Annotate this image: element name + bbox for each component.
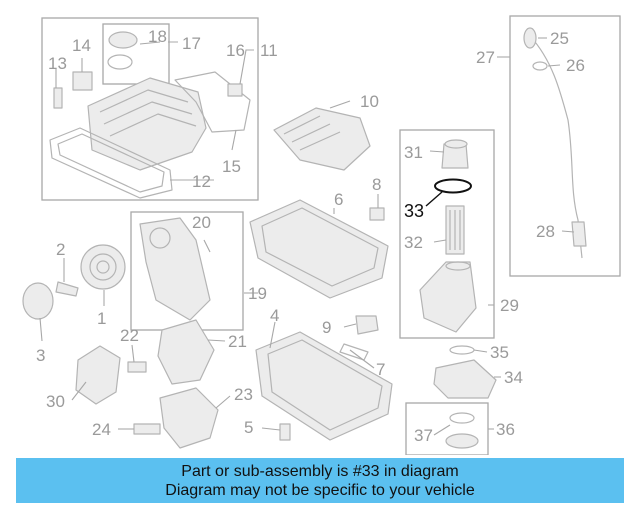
- callout-18: 18: [148, 27, 167, 46]
- callout-25: 25: [550, 29, 569, 48]
- bracket-bolt-part: [127, 361, 147, 373]
- callout-8: 8: [372, 175, 381, 194]
- plate-bolt-part: [133, 423, 161, 435]
- callout-14: 14: [72, 36, 91, 55]
- crank-pulley-part: [80, 244, 126, 290]
- callout-32: 32: [404, 233, 423, 252]
- plug-part: [53, 87, 63, 109]
- callout-16: 16: [226, 41, 245, 60]
- callout-2: 2: [56, 240, 65, 259]
- callout-26: 26: [566, 56, 585, 75]
- valve-cover-part: [87, 71, 251, 171]
- callout-34: 34: [504, 368, 523, 387]
- callout-6: 6: [334, 190, 343, 209]
- dipstick-handle-part: [523, 27, 537, 49]
- crank-seal-part: [22, 282, 54, 320]
- drain-plug-part: [279, 423, 291, 441]
- callout-23: 23: [234, 385, 253, 404]
- callout-33: 33: [404, 201, 424, 221]
- side-cover-part: [75, 345, 121, 405]
- oil-cooler-part: [433, 359, 497, 399]
- callout-29: 29: [500, 296, 519, 315]
- callout-21: 21: [228, 332, 247, 351]
- callout-31: 31: [404, 143, 423, 162]
- cap-part: [72, 71, 93, 91]
- callout-19: 19: [248, 284, 267, 303]
- callout-1: 1: [97, 309, 106, 328]
- callout-27: 27: [476, 48, 495, 67]
- pulley-bolt-part: [55, 281, 79, 297]
- timing-cover-part: [139, 217, 211, 321]
- callout-20: 20: [192, 213, 211, 232]
- callout-36: 36: [496, 420, 515, 439]
- callout-13: 13: [48, 54, 67, 73]
- seal-small-part: [449, 412, 475, 424]
- filler-cap-part: [108, 31, 138, 49]
- callout-17: 17: [182, 34, 201, 53]
- group-box-cylinder-head-cover: [41, 17, 259, 201]
- banner-line-2: Diagram may not be specific to your vehi…: [165, 482, 475, 499]
- sensor-part: [369, 207, 385, 221]
- rear-plate-part: [159, 387, 219, 449]
- info-banner: Part or sub-assembly is #33 in diagram D…: [16, 458, 624, 503]
- callout-9: 9: [322, 318, 331, 337]
- bracket-part: [157, 319, 215, 385]
- exploded-parts-diagram: 18 17 14 13 16 11 10 15 12 6 8 20 19 2 1…: [22, 15, 621, 455]
- lower-oil-pan-part: [255, 331, 393, 441]
- callout-11: 11: [260, 41, 278, 60]
- callout-35: 35: [490, 343, 509, 362]
- group-box-oil-filter: [399, 129, 495, 339]
- cooler-seal-part: [449, 345, 475, 355]
- filter-housing-part: [419, 261, 477, 333]
- breather-part: [227, 83, 243, 97]
- banner-line-1: Part or sub-assembly is #33 in diagram: [181, 463, 459, 480]
- oil-level-sensor-part: [355, 315, 379, 335]
- callout-37: 37: [414, 426, 433, 445]
- callout-7: 7: [376, 360, 385, 379]
- group-box-dipstick: [509, 15, 621, 277]
- callout-30: 30: [46, 392, 65, 411]
- callout-15: 15: [222, 157, 241, 176]
- dipstick-o-ring-part: [532, 61, 548, 71]
- callout-4: 4: [270, 306, 279, 325]
- callout-10: 10: [360, 92, 379, 111]
- callout-24: 24: [92, 420, 111, 439]
- filler-seal-part: [107, 54, 133, 70]
- callout-22: 22: [120, 326, 139, 345]
- valve-cover-gasket-part: [49, 127, 173, 199]
- callout-3: 3: [36, 346, 45, 365]
- intake-part: [273, 107, 371, 171]
- filter-housing-seal-part: [434, 178, 472, 194]
- upper-oil-pan-part: [249, 199, 389, 299]
- callout-12: 12: [192, 172, 211, 191]
- dipstick-tube-clip-part: [571, 221, 587, 247]
- dipstick-part: [529, 35, 583, 259]
- callout-28: 28: [536, 222, 555, 241]
- seal-large-part: [445, 433, 479, 449]
- callout-5: 5: [244, 418, 253, 437]
